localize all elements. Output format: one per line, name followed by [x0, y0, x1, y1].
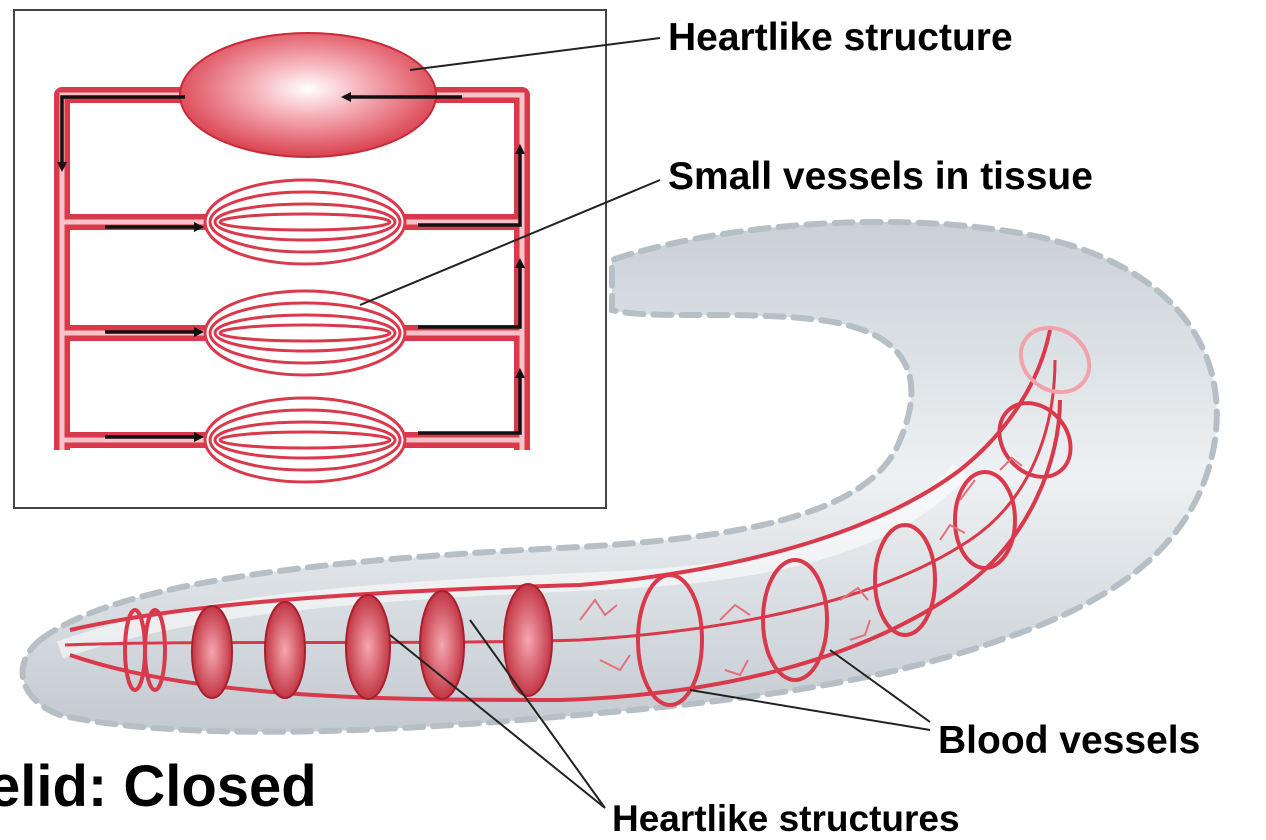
inset-closed-system-schematic	[14, 10, 606, 508]
label-blood-vessels: Blood vessels	[938, 721, 1200, 760]
capillary-beds	[205, 180, 405, 482]
label-heartlike-structure: Heartlike structure	[668, 18, 1013, 57]
inset-heart	[180, 33, 436, 157]
label-heartlike-structures: Heartlike structures	[612, 800, 960, 837]
slide-title-fragment: elid: Closed	[0, 758, 317, 816]
label-small-vessels: Small vessels in tissue	[668, 157, 1093, 196]
